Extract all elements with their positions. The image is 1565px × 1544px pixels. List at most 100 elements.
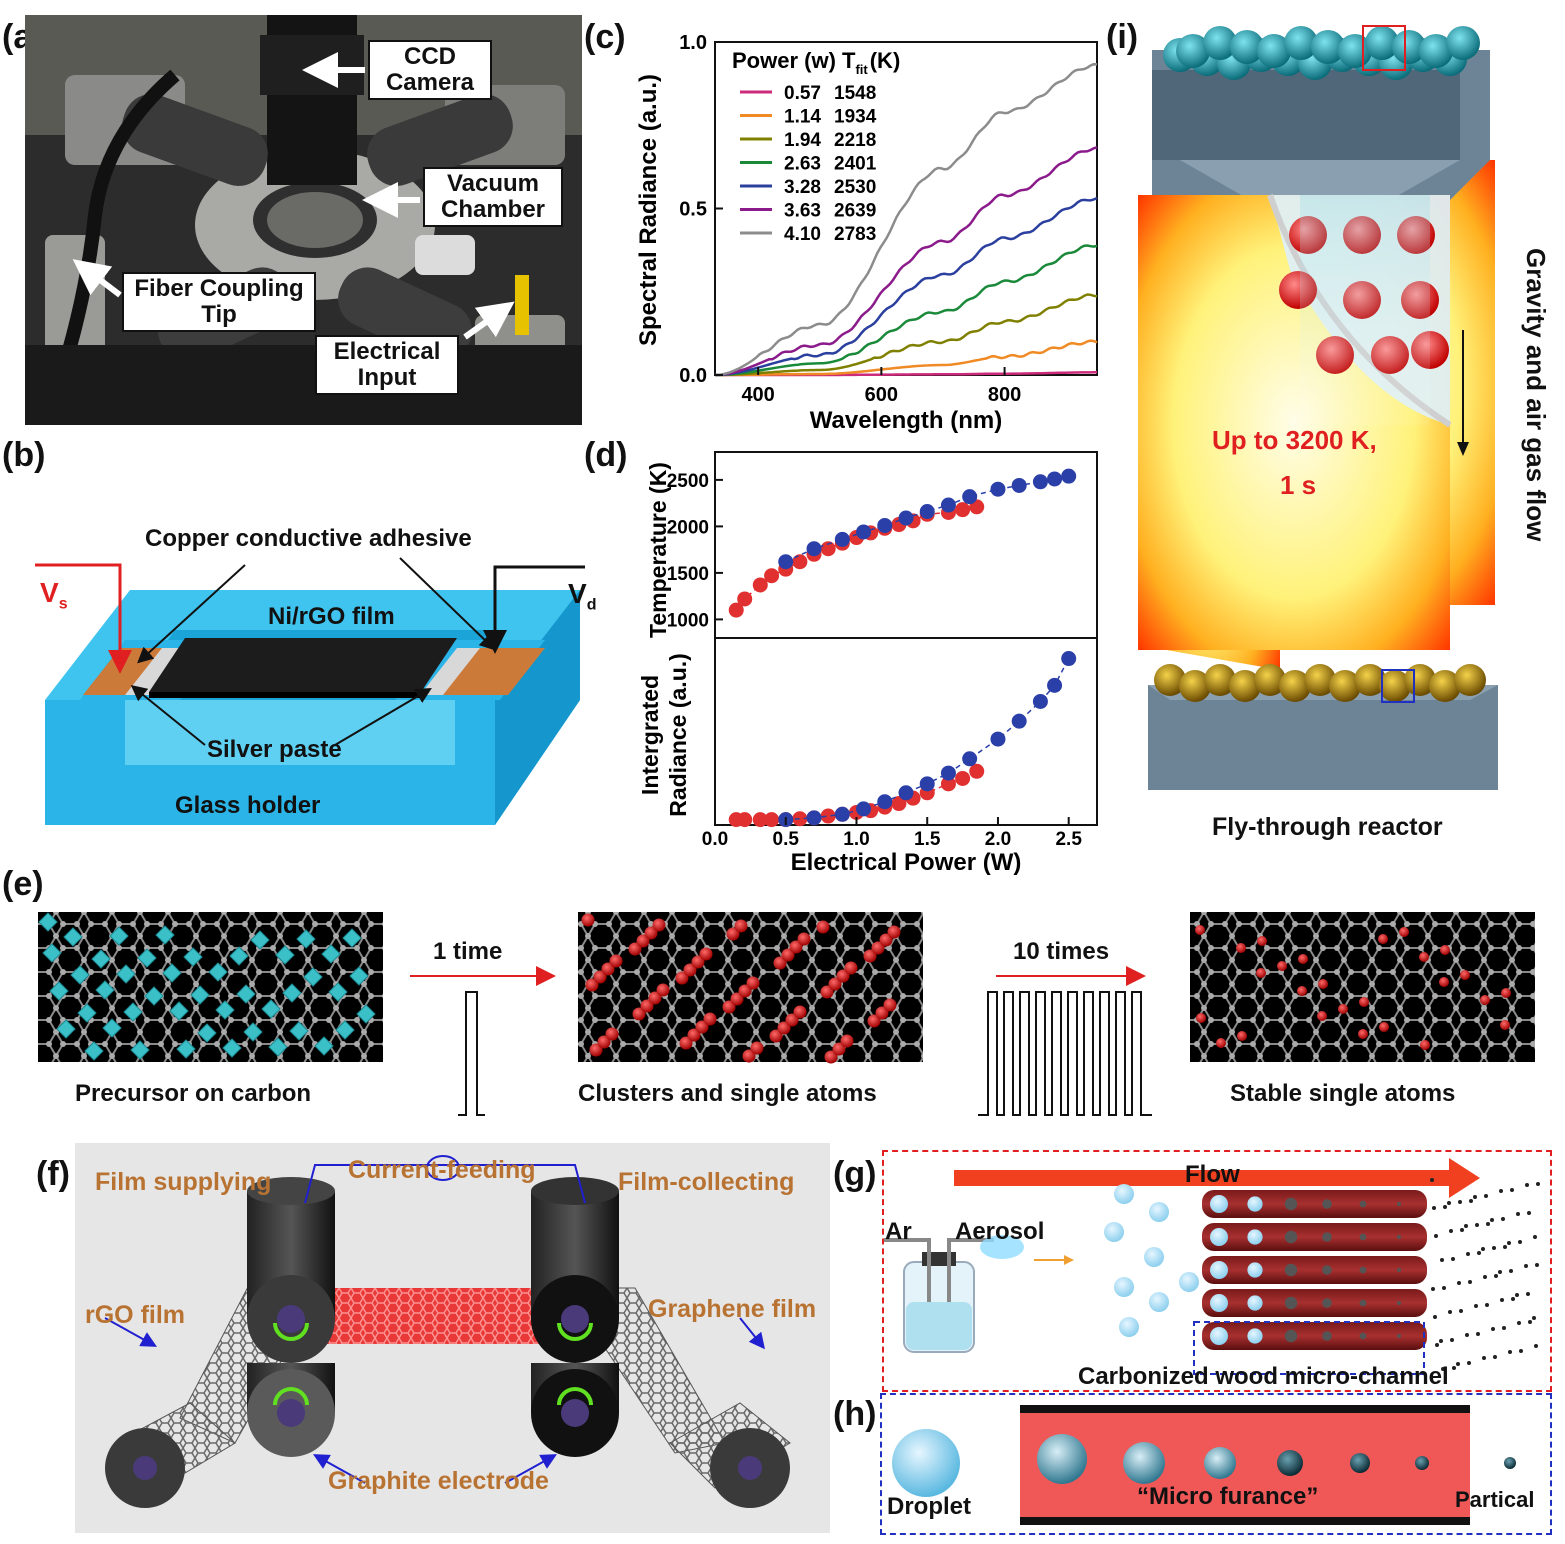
micro-furnace-channel [1020,1409,1470,1521]
temp-point-1-10 [1011,477,1027,493]
temp-point-0-7 [820,541,836,557]
chart-d-ylabel-top: Temperature (K) [645,462,671,638]
legend-temp-1: 1934 [834,107,877,128]
glass-holder-label: Glass holder [175,792,321,819]
temp-point-0-16 [955,502,971,518]
clusters-caption: Clusters and single atoms [578,1080,877,1107]
legend-temp-3: 2401 [834,154,877,175]
temp-point-1-1 [806,541,822,557]
panel-i-label: (i) [1106,18,1139,56]
right-electrode-top [531,1177,619,1363]
c-ytick-label-2: 1.0 [679,32,707,54]
panel-g-label: (g) [833,1155,877,1193]
collect-roll [669,1402,791,1508]
partical-label: Partical [1455,1487,1535,1512]
micro-furnace-illustration [892,1405,1516,1525]
radiance-point-1-2 [834,806,850,822]
chart-d-ylabel-bottom-2: Radiance (a.u.) [665,653,691,817]
panel-e-label: (e) [2,865,44,903]
temp-point-0-5 [792,554,808,570]
ten-pulses [978,991,1152,1116]
chart-c-xlabel: Wavelength (nm) [810,407,1002,434]
temp-point-1-8 [962,489,978,505]
radiance-point-1-5 [898,785,914,801]
radiance-point-1-1 [806,810,822,826]
fly-through-caption: Fly-through reactor [1212,813,1443,841]
legend-power-0: 0.57 [784,83,821,104]
film-collecting-label: Film-collecting [618,1168,795,1196]
bottom-tray [1148,685,1498,790]
temp-point-1-4 [877,517,893,533]
temp-point-1-12 [1047,471,1063,487]
radiance-point-1-7 [940,765,956,781]
series-line-5 [714,146,1098,377]
d-xtick-label-0: 0.0 [702,829,728,850]
temp-point-1-6 [919,504,935,520]
d-ytick-label-0: 1000 [667,610,709,631]
callout-vacuum-chamber: Vacuum Chamber [423,167,563,227]
d-ytick-label-3: 2500 [667,471,709,492]
temp-point-1-13 [1061,468,1077,484]
d-xtick-label-1: 0.5 [773,829,800,850]
left-electrode-top [247,1177,335,1363]
panel-f-label: (f) [36,1155,70,1193]
temp-point-0-2 [752,577,768,593]
callout-ccd-camera: CCD Camera [368,40,492,100]
reactor-temp-line2: 1 s [1280,470,1317,500]
radiance-point-1-6 [919,776,935,792]
legend-temp-4: 2530 [834,177,876,198]
single-pulse [458,991,485,1116]
graphene-film-label: Graphene film [648,1295,817,1323]
panel-g-frame [882,1150,1552,1392]
c-xtick-label-1: 600 [865,384,898,406]
heated-film [325,1288,565,1344]
flow-label: Flow [1185,1161,1240,1188]
ar-label: Ar [885,1218,912,1245]
channel-label: Carbonized wood micro-channel [1078,1363,1449,1390]
series-line-1 [715,339,1098,377]
series-line-2 [715,293,1098,377]
vs-label: Vs [40,577,68,613]
temp-point-0-0 [728,602,744,618]
droplet-sphere [892,1429,960,1497]
fly-through-reactor-illustration [1138,25,1498,790]
chart-c-ylabel: Spectral Radiance (a.u.) [635,74,662,346]
callout-electrical-input: Electrical Input [315,335,459,395]
legend-power-6: 4.10 [784,224,821,245]
graphite-electrode-label: Graphite electrode [328,1467,549,1495]
aerosol-label: Aerosol [955,1218,1045,1245]
temp-point-1-11 [1032,474,1048,490]
copper-adhesive-label: Copper conductive adhesive [145,525,472,552]
current-feeding-label: Current-feeding [348,1156,536,1184]
legend-power-5: 3.63 [784,201,821,222]
temp-point-1-5 [898,510,914,526]
callout-arrows-a [72,52,515,340]
temp-point-0-1 [737,591,753,607]
precursor-caption: Precursor on carbon [75,1080,312,1107]
c-ytick-label-0: 0.0 [679,365,707,387]
callout-fiber-coupling: Fiber Coupling Tip [122,272,316,332]
temp-series-line-0 [735,506,977,611]
ni-rgo-label: Ni/rGO film [268,603,395,630]
legend-temp-2: 2218 [834,130,876,151]
legend-temp-6: 2783 [834,224,876,245]
chart-c-frame [714,41,1098,376]
rgo-film-label: rGO film [85,1301,186,1329]
supply-roll [105,1402,236,1508]
radiance-point-1-11 [1032,693,1048,709]
right-electrode-bottom [531,1363,619,1457]
d-ytick-label-1: 1500 [667,564,709,585]
radiance-point-1-4 [877,794,893,810]
panel-h-label: (h) [833,1395,877,1433]
d-xtick-label-4: 2.0 [985,829,1011,850]
device-schematic [35,557,585,825]
pulse1-label: 1 time [433,938,503,965]
radiance-point-0-12 [891,796,907,812]
radiance-point-0-3 [764,812,780,828]
bottom-highlight-box [1381,669,1415,703]
c-ytick-label-1: 0.5 [679,199,707,221]
legend-power-4: 3.28 [784,177,821,198]
aerosol-flow-illustration [884,1158,1540,1375]
